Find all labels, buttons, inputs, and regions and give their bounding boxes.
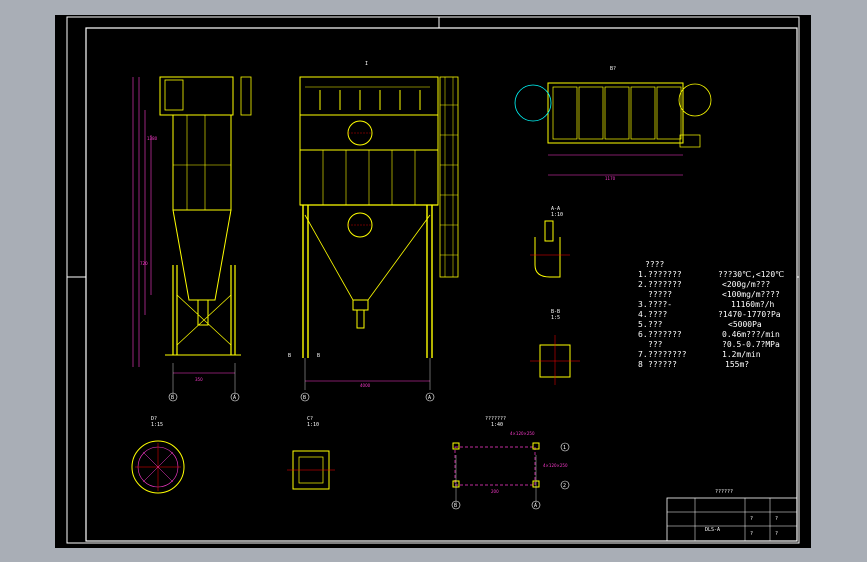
spec-value: ???30℃,<120℃ xyxy=(718,270,784,279)
section-bb-scale: 1:5 xyxy=(551,315,560,321)
foundation-plan: ??????? 1:40 B A 1 2 4×120×250 4×120×250… xyxy=(451,416,570,510)
title-field: ? xyxy=(750,516,753,522)
spec-name: ??????? xyxy=(648,270,682,279)
front-view-mark: I xyxy=(365,61,368,67)
specification-notes: ???? 1. ??????? ???30℃,<120℃ 2. ??????? … xyxy=(638,260,784,369)
spec-name: ??????? xyxy=(648,280,682,289)
detail-c-scale: 1:10 xyxy=(307,422,319,428)
spec-value: 0.46m???/min xyxy=(722,330,780,339)
spec-no: 2. xyxy=(638,280,648,289)
spec-no: 7. xyxy=(638,350,648,359)
grid-label-a-front: A xyxy=(428,395,431,401)
spec-heading: ???? xyxy=(645,260,664,269)
spec-name: ???????? xyxy=(648,350,687,359)
spec-no: 5. xyxy=(638,320,648,329)
cad-drawing: B A 1380 720 350 I xyxy=(66,16,800,544)
section-aa-name: A-A xyxy=(551,206,560,212)
front-dim-label: 4000 xyxy=(360,383,371,388)
foundation-dim: 4×120×250 xyxy=(510,431,535,436)
detail-c-name: C? xyxy=(307,416,313,422)
section-a-a: A-A 1:10 xyxy=(530,206,570,278)
title-block: ?????? DLS-A ? ? ? ? xyxy=(666,489,798,542)
top-view-label: B? xyxy=(610,66,616,72)
grid-label-1: 1 xyxy=(563,445,566,451)
foundation-dim: 4×120×250 xyxy=(543,463,568,468)
spec-value: ?0.5-0.7?MPa xyxy=(722,340,780,349)
spec-value: <5000Pa xyxy=(728,320,762,329)
title-drawing-name: DLS-A xyxy=(705,527,720,533)
spec-value: <100mg/m???? xyxy=(722,290,780,299)
side-elevation-view: B A 1380 720 350 xyxy=(132,76,252,402)
spec-name: ????- xyxy=(648,300,672,309)
section-mark-right: B xyxy=(317,353,320,359)
spec-name: ???? xyxy=(648,310,667,319)
spec-value: <200g/m??? xyxy=(722,280,770,289)
grid-label-a-found: A xyxy=(534,503,537,509)
spec-name: ??????? xyxy=(648,330,682,339)
side-dim-label: 1380 xyxy=(147,136,158,141)
spec-name: ?????? xyxy=(648,360,677,369)
top-view: B? 1170 xyxy=(514,66,712,181)
spec-no: 8 xyxy=(638,360,643,369)
foundation-dim: 200 xyxy=(491,489,499,494)
outer-border xyxy=(66,16,800,544)
spec-name: ??? xyxy=(648,340,663,349)
spec-value: 155m? xyxy=(725,360,749,369)
side-dim-label: 350 xyxy=(195,377,203,382)
title-field: ? xyxy=(775,516,778,522)
foundation-scale: 1:40 xyxy=(491,422,503,428)
spec-no: 4. xyxy=(638,310,648,319)
spec-no: 1. xyxy=(638,270,648,279)
front-elevation-view: I xyxy=(288,61,459,402)
spec-value: ?1470-1770?Pa xyxy=(718,310,781,319)
detail-d-view: D? 1:15 xyxy=(131,416,185,494)
grid-label-b-left: A xyxy=(233,395,236,401)
grid-label-b-found: B xyxy=(454,503,457,509)
title-block-note: ?????? xyxy=(715,489,733,495)
grid-label-b-front: B xyxy=(303,395,306,401)
detail-d-name: D? xyxy=(151,416,157,422)
spec-value: 1.2m/min xyxy=(722,350,761,359)
foundation-name: ??????? xyxy=(485,416,506,422)
title-field: ? xyxy=(775,531,778,537)
side-dim-label: 720 xyxy=(140,261,148,266)
cad-viewport: B A 1380 720 350 I xyxy=(55,15,811,548)
section-mark-left: B xyxy=(288,353,291,359)
detail-c-view: C? 1:10 xyxy=(287,416,335,490)
section-b-b: B-B 1:5 xyxy=(530,309,580,385)
spec-no: 6. xyxy=(638,330,648,339)
grid-label-2: 2 xyxy=(563,483,566,489)
title-field: ? xyxy=(750,531,753,537)
section-bb-name: B-B xyxy=(551,309,560,315)
top-dim-label: 1170 xyxy=(605,176,616,181)
spec-name: ????? xyxy=(648,290,672,299)
spec-value: 11160m?/h xyxy=(731,300,775,309)
section-aa-scale: 1:10 xyxy=(551,212,563,218)
grid-label-a-left: B xyxy=(171,395,174,401)
spec-no: 3. xyxy=(638,300,648,309)
inner-frame xyxy=(85,27,798,542)
detail-d-scale: 1:15 xyxy=(151,422,163,428)
spec-name: ??? xyxy=(648,320,663,329)
